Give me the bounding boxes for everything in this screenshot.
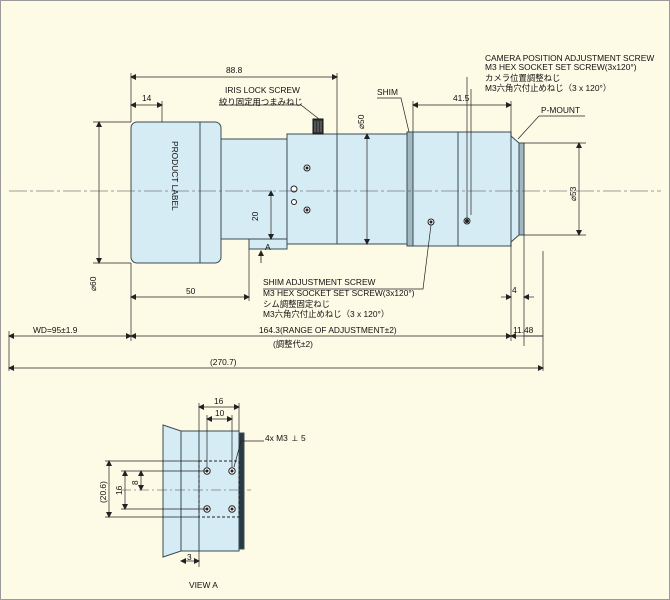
camera-pos-label-2: M3 HEX SOCKET SET SCREW(3x120°)	[485, 62, 637, 72]
shim-barrel	[336, 133, 408, 245]
p-mount-label: P-MOUNT	[541, 105, 580, 115]
camera-pos-label-1: CAMERA POSITION ADJUSTMENT SCREW	[485, 53, 654, 63]
view-a-dim-16-left: 16	[114, 485, 124, 495]
shim	[406, 131, 414, 247]
dim-phi53: ⌀53	[568, 186, 578, 201]
leader-lines	[219, 77, 585, 290]
dim-range-jp: (調整代±2)	[273, 339, 313, 349]
rear-barrel-2	[457, 131, 512, 247]
dim-41-5: 41.5	[453, 93, 470, 103]
view-a-screw-depth: 5	[301, 433, 306, 443]
iris-lock-jp: 絞り固定用つまみねじ	[219, 97, 303, 107]
mid-barrel	[220, 138, 288, 240]
depth-symbol: ⟂	[292, 433, 298, 443]
shim-adj-label-1: SHIM ADJUSTMENT SCREW	[263, 277, 376, 287]
p-mount-face	[518, 142, 525, 236]
iris-lock-knob	[312, 118, 324, 135]
view-a-screw-note: 4x M3	[265, 433, 288, 443]
dim-11-48: 11.48	[513, 325, 534, 335]
p-mount-flange	[510, 134, 520, 244]
dim-4: 4	[512, 285, 517, 295]
mid-step	[248, 238, 288, 250]
dim-50: 50	[186, 286, 196, 296]
dim-270-7: (270.7)	[210, 357, 237, 367]
view-a-dim-10: 10	[215, 408, 225, 418]
view-a-dim-20-6: (20.6)	[98, 481, 108, 503]
arrow-a-label: A	[265, 242, 271, 252]
view-a-dim-8: 8	[130, 480, 140, 485]
dim-20: 20	[250, 211, 260, 221]
view-a-dim-3: 3	[187, 552, 192, 562]
rear-barrel	[412, 131, 459, 247]
view-a-title: VIEW A	[189, 580, 218, 590]
shim-adj-jp-1: シム調整固定ねじ	[263, 299, 330, 309]
shim-adj-label-2: M3 HEX SOCKET SET SCREW(3x120°)	[263, 288, 415, 298]
camera-pos-jp-1: カメラ位置調整ねじ	[485, 73, 560, 83]
dim-88-8: 88.8	[226, 65, 243, 75]
product-label: PRODUCT LABEL	[170, 141, 180, 211]
dim-phi60: ⌀60	[88, 276, 98, 291]
shim-label: SHIM	[377, 87, 398, 97]
lens-body	[130, 121, 525, 264]
camera-pos-jp-2: M3六角穴付止めねじ（3 x 120°）	[485, 83, 611, 93]
iris-lock-label: IRIS LOCK SCREW	[225, 85, 300, 95]
dim-range: 164.3(RANGE OF ADJUSTMENT±2)	[259, 325, 397, 335]
dim-phi50: ⌀50	[356, 114, 366, 129]
shim-adj-jp-2: M3六角穴付止めねじ（3 x 120°）	[263, 309, 389, 319]
view-a-dim-16-top: 16	[214, 396, 224, 406]
screw-holes	[290, 164, 471, 226]
dim-14: 14	[142, 93, 152, 103]
view-a: 16 10 4x M3 ⟂ 5 (20.6) 16 8 3 VIEW A	[98, 396, 306, 590]
dim-wd: WD=95±1.9	[33, 325, 78, 335]
dimension-lines	[8, 73, 586, 371]
